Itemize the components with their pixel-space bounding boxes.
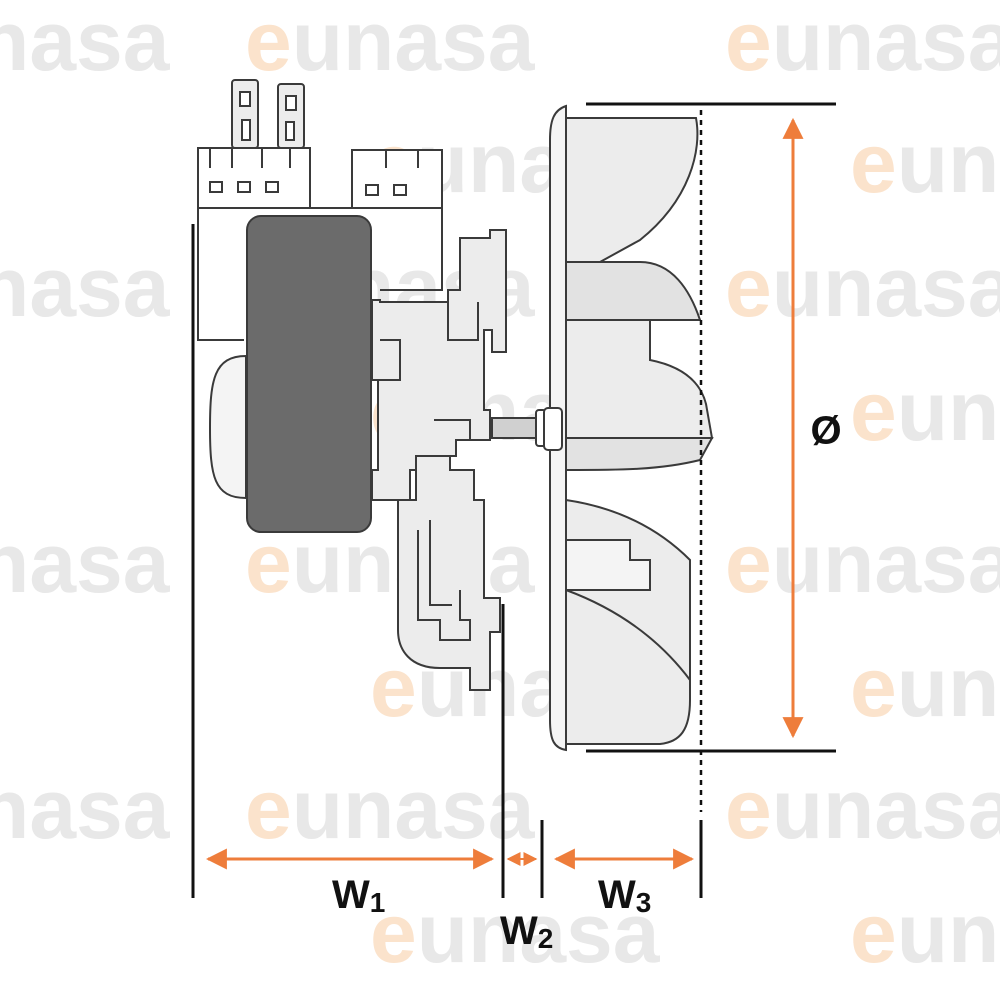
watermark-text: eunasa — [850, 364, 1000, 458]
lower-bracket — [397, 455, 501, 691]
terminal-block-left — [197, 147, 311, 209]
watermark-text: eunasa — [850, 640, 1000, 734]
diameter-label: Ø — [810, 409, 841, 453]
watermark-text: eunasa — [0, 240, 171, 334]
watermark-text: eunasa — [850, 116, 1000, 210]
motor-coil — [246, 215, 372, 533]
watermark-text: eunasa — [725, 0, 1000, 88]
dimension-arrows — [205, 117, 804, 870]
watermark-text: eunasa — [370, 886, 661, 980]
watermark-text: eunasa — [725, 516, 1000, 610]
watermark-text: eunasa — [0, 516, 171, 610]
fan-impeller — [543, 104, 714, 752]
dimension-lines — [191, 102, 836, 898]
watermark-text: eunasa — [725, 762, 1000, 856]
w3-label: W3 — [598, 873, 651, 918]
watermark-text: eunasa — [245, 0, 536, 88]
terminal-block-right — [351, 149, 443, 209]
impeller-blade-middle — [565, 319, 714, 439]
impeller-hub — [543, 407, 563, 451]
watermark-layer: eunasa eunasa eunasa eunasa eunasa eunasa euna… — [0, 0, 1000, 980]
motor-shaft — [491, 417, 543, 439]
w1-label: W1 — [332, 873, 385, 918]
watermark-text: eunasa — [850, 886, 1000, 980]
dimension-labels: Ø W1 W2 W3 — [332, 409, 842, 954]
watermark-text: eunasa — [725, 240, 1000, 334]
motor-assembly — [197, 79, 547, 691]
impeller-blade-upper — [565, 117, 699, 263]
w2-label: W2 — [500, 909, 553, 954]
spade-terminals — [231, 79, 305, 149]
watermark-text: eunasa — [0, 762, 171, 856]
motor-bracket — [371, 229, 507, 501]
bearing-cap — [208, 354, 247, 500]
watermark-text: eunasa — [245, 762, 536, 856]
watermark-text: eunasa — [0, 0, 171, 88]
